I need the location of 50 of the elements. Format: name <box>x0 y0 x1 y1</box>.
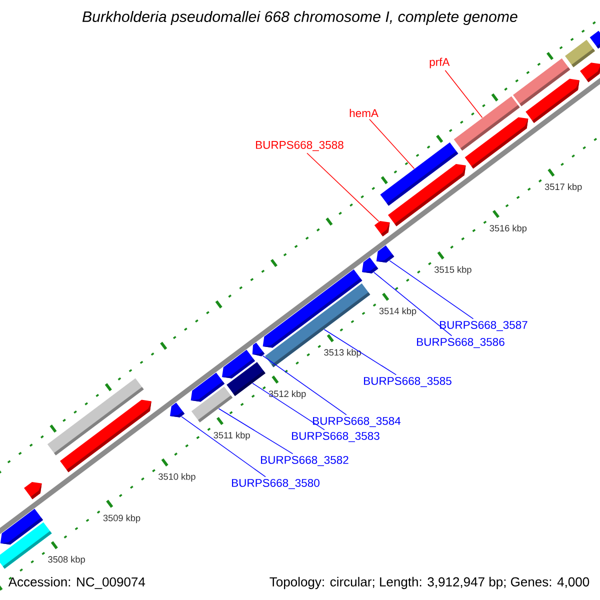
gene-label: BURPS668_3586 <box>417 338 504 348</box>
gene-feature <box>24 482 42 500</box>
scale-label: 3510 kbp <box>158 473 196 482</box>
gene-label: BURPS668_3583 <box>292 432 380 442</box>
gene-label: BURPS668_3580 <box>232 478 320 490</box>
gene-feature <box>454 96 520 151</box>
gene-feature <box>262 269 362 348</box>
leader-line <box>389 260 474 320</box>
leader-line <box>262 355 347 416</box>
gene-feature <box>362 257 378 274</box>
gene-feature <box>170 402 185 418</box>
scale-label: 3512 kbp <box>268 390 306 399</box>
gene-label: prfA <box>430 58 450 68</box>
gene-feature <box>580 62 600 82</box>
gene-feature <box>222 350 255 378</box>
leader-line <box>324 329 397 376</box>
scale-label: 3513 kbp <box>324 348 361 358</box>
leader-line <box>181 416 266 478</box>
gene-feature <box>0 508 43 545</box>
gene-feature <box>590 30 600 49</box>
gene-feature <box>376 245 394 263</box>
scale-label: 3511 kbp <box>214 432 250 440</box>
title: Burkholderia pseudomallei 668 chromosome I, complete genome <box>82 10 518 26</box>
leader-line <box>252 382 325 430</box>
gene-label: BURPS668_3587 <box>440 320 528 332</box>
genome-info-text: Topology: circular; Length: 3,912,947 bp; Genes: 4,000 <box>270 576 590 590</box>
gene-feature <box>513 58 570 106</box>
scale-label: 3509 kbp <box>103 514 140 524</box>
gene-feature <box>380 142 458 206</box>
gene-feature <box>374 221 390 236</box>
leader-line <box>218 408 294 454</box>
gene-label: BURPS668_3588 <box>256 140 344 152</box>
gene-label: BURPS668_3585 <box>364 376 452 388</box>
leader-line <box>373 272 452 336</box>
scale-label: 3514 kbp <box>379 308 416 316</box>
scale-label: 3508 kbp <box>48 556 85 564</box>
accession-text: Accession: NC_009074 <box>8 577 146 589</box>
gene-label: BURPS668_3584 <box>313 416 401 428</box>
gene-feature <box>190 372 225 402</box>
gene-feature <box>565 40 595 68</box>
gene-feature <box>252 342 265 356</box>
scale-label: 3516 kbp <box>490 224 527 234</box>
leader-line <box>444 70 483 118</box>
scale-label: 3517 kbp <box>544 183 582 192</box>
gene-label: hemA <box>350 108 378 118</box>
leader-line <box>369 118 415 170</box>
gene-feature <box>60 400 152 472</box>
gene-label: BURPS668_3582 <box>261 456 348 466</box>
leader-line <box>306 152 380 222</box>
scale-label: 3515 kbp <box>434 266 472 275</box>
